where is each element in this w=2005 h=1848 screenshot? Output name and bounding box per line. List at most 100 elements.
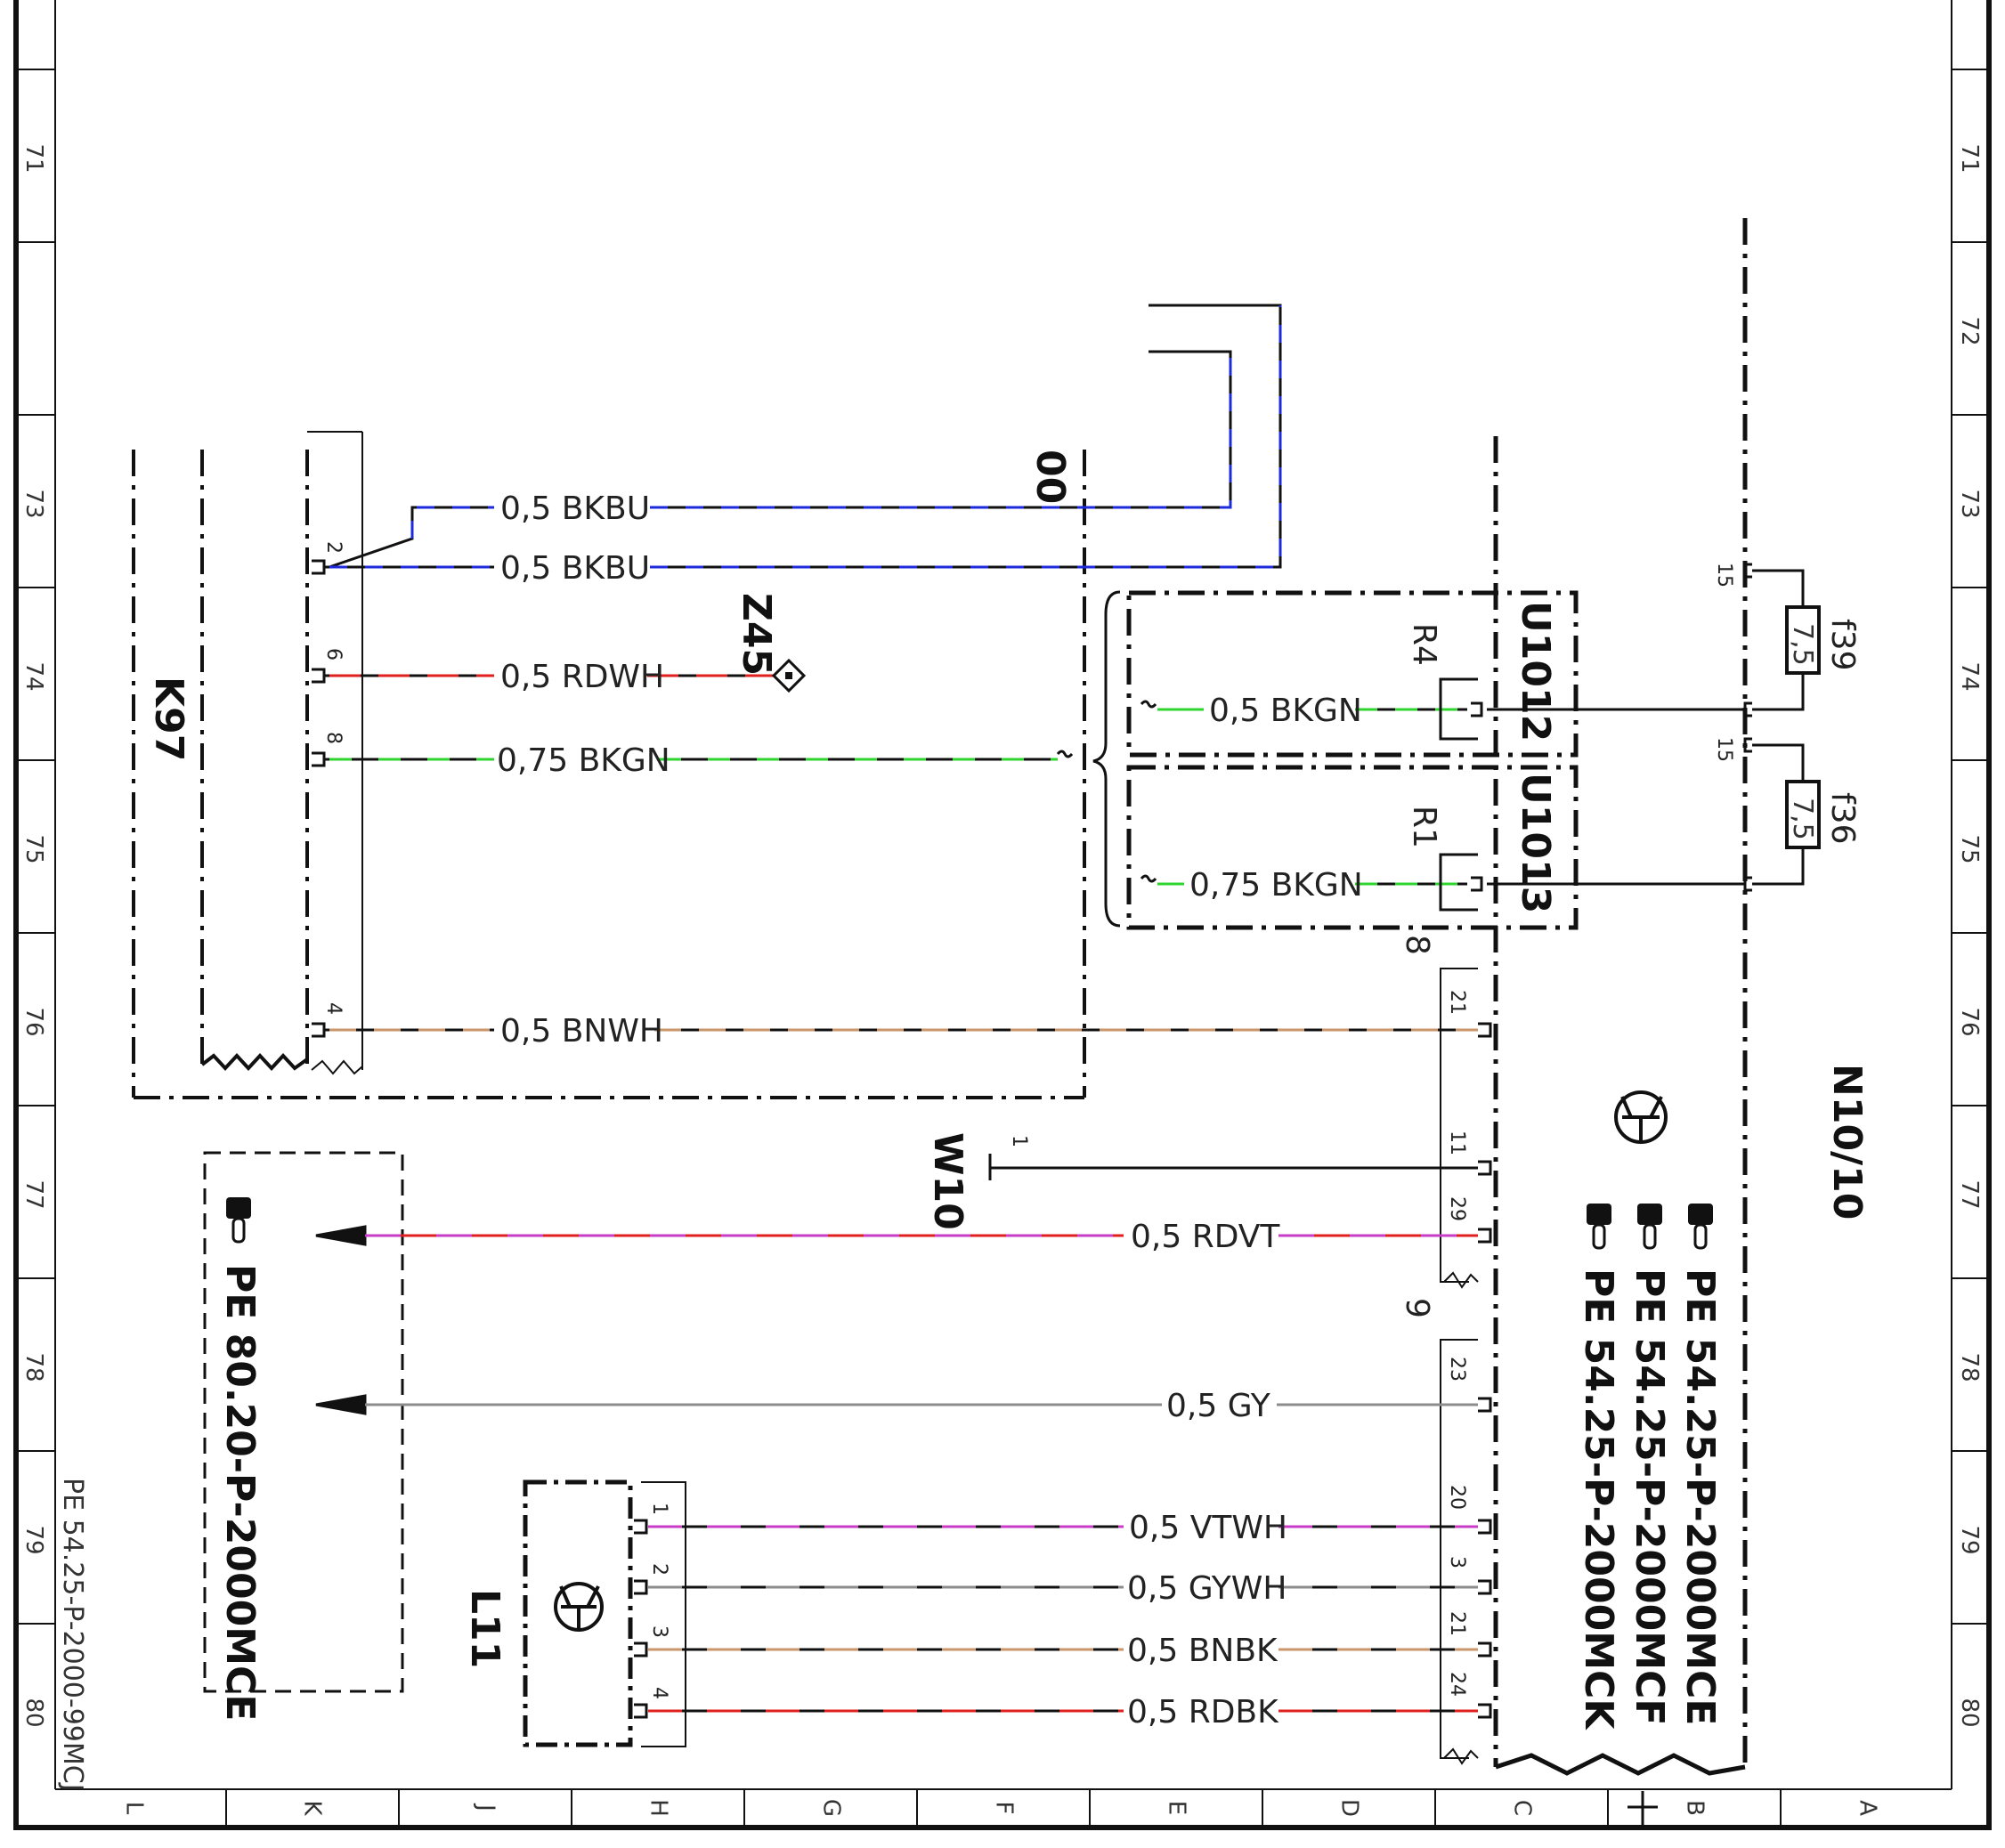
bracket [1092,590,1121,928]
fuse-f36-pin: 15 [1713,737,1735,762]
wire-label-bkgn-u1013: 0,75 BKGN [1189,867,1363,904]
pointing-hand-icon [1688,1204,1713,1250]
n10-pin-23: 23 [1446,1357,1468,1382]
k97-pin-6: 6 [322,648,345,661]
k97-pins [312,559,329,1038]
u1013-label: U1013 [1513,773,1558,913]
column-labels: L K J H G F E D C B A [121,1799,1881,1817]
k97-component [132,431,1086,1099]
l11-pins [634,1519,648,1719]
row-label-left: 76 [20,1007,47,1036]
k97-pin-labels: 2 6 8 4 [322,541,345,1015]
row-label-right: 79 [1956,1525,1983,1554]
u1013-component [1126,765,1579,930]
row-label-right: 74 [1956,661,1983,691]
n10-pins [1478,1022,1492,1719]
wire-label-bnbk: 0,5 BNBK [1127,1633,1278,1669]
n10-ref-3: PE 54.25-P-2000MCK [1576,1268,1621,1730]
n10-pin-24: 24 [1446,1672,1468,1697]
l11-pin-1: 1 [648,1503,670,1515]
n10-pin-21: 21 [1446,990,1468,1015]
column-label: K [299,1800,326,1816]
row-label-left: 80 [20,1698,47,1727]
wire-label-rdvt: 0,5 RDVT [1131,1219,1280,1255]
reference-box-label: PE 80.20-P-2000MCE [217,1264,263,1721]
n10-label: N10/10 [1824,1064,1870,1220]
l11-component [523,1479,686,1747]
row-labels: 71 73 74 75 76 77 78 79 80 71 72 73 74 7… [20,143,1983,1727]
n10-connector-lower: 9 [1399,1298,1435,1318]
fuse-f36-value: 7,5 [1787,798,1818,840]
n10-pin-3: 3 [1446,1556,1468,1568]
n10-connector-upper: 8 [1399,935,1435,955]
row-label-left: 71 [20,143,47,173]
column-label: D [1336,1799,1363,1817]
fuse-f39-label: f39 [1824,619,1861,670]
row-label-right: 78 [1956,1352,1983,1382]
l11-pin-4: 4 [648,1687,670,1699]
wire-bkbu-2 [329,304,1282,569]
n10-ref-2: PE 54.25-P-2000MCF [1627,1268,1672,1725]
r4-label: R4 [1406,623,1442,666]
k97-pin-2: 2 [322,541,345,554]
wire-label-bkbu-1: 0,5 BKBU [500,490,650,527]
wire-label-bkgn-u1012: 0,5 BKGN [1209,693,1362,729]
row-label-right: 80 [1956,1698,1983,1727]
row-label-right: 75 [1956,834,1983,863]
fuse-connections [1487,708,1745,886]
transistor-icon [1614,1090,1668,1144]
pointing-hand-icon [226,1197,251,1244]
column-label: L [121,1802,148,1815]
document-id: PE 54.25-P-2000-99MCJ [57,1478,88,1792]
row-label-left: 77 [20,1179,47,1209]
l11-pin-2: 2 [648,1563,670,1576]
reference-box [203,1151,404,1693]
column-label: C [1509,1800,1536,1816]
l11-pin-3: 3 [648,1625,670,1638]
drawing-frame [13,0,1992,1830]
row-label-right: 77 [1956,1179,1983,1209]
row-label-left: 74 [20,661,47,691]
column-label: G [818,1799,845,1817]
k97-pin-4: 4 [322,1002,345,1015]
n10-pin-labels: 21 11 29 23 20 3 21 24 [1446,990,1468,1697]
wire-bkgn-u1013 [1140,853,1483,912]
n10-pin-29: 29 [1446,1196,1468,1221]
column-label: E [1164,1801,1190,1815]
z45-label: Z45 [734,593,779,676]
w10-label: W10 [925,1132,970,1230]
u1012-component [1126,590,1579,758]
pointing-hand-icon [1637,1204,1662,1250]
row-label-right: 71 [1956,143,1983,173]
wire-label-rdwh: 0,5 RDWH [500,659,664,695]
w10-pin-1: 1 [1008,1135,1030,1147]
k97-pin-8: 8 [322,732,345,744]
wire-label-bkgn-075: 0,75 BKGN [497,742,670,779]
row-label-right: 76 [1956,1007,1983,1036]
r1-label: R1 [1406,806,1442,848]
z45-splice-icon [771,658,807,693]
column-label: A [1855,1800,1881,1816]
wire-label-gywh: 0,5 GYWH [1127,1570,1287,1607]
wire-label-bnwh: 0,5 BNWH [500,1013,663,1050]
n10-component [1440,218,1748,1776]
row-label-right: 73 [1956,489,1983,518]
wire-label-gy: 0,5 GY [1166,1388,1271,1424]
wire-label-vtwh: 0,5 VTWH [1129,1510,1287,1546]
u1012-label: U1012 [1513,601,1558,742]
k97-label: K97 [146,677,191,761]
l11-pin-labels: 1 2 3 4 [648,1503,670,1699]
l11-transistor-icon [554,1582,604,1632]
n10-ref-1: PE 54.25-P-2000MCE [1677,1268,1723,1725]
column-label: H [645,1799,672,1817]
n10-reference-list: PE 54.25-P-2000MCE PE 54.25-P-2000MCF PE… [1576,1204,1723,1730]
pointing-hand-icon [1587,1204,1611,1250]
fuse-f36-label: f36 [1824,792,1861,844]
wire-bkgn-u1012 [1140,677,1483,741]
ground-symbol [1628,1791,1658,1825]
n10-pin-20: 20 [1446,1485,1468,1510]
row-label-left: 73 [20,489,47,518]
oo-label: 00 [1027,450,1073,504]
wire-rdvt [315,1225,1478,1246]
